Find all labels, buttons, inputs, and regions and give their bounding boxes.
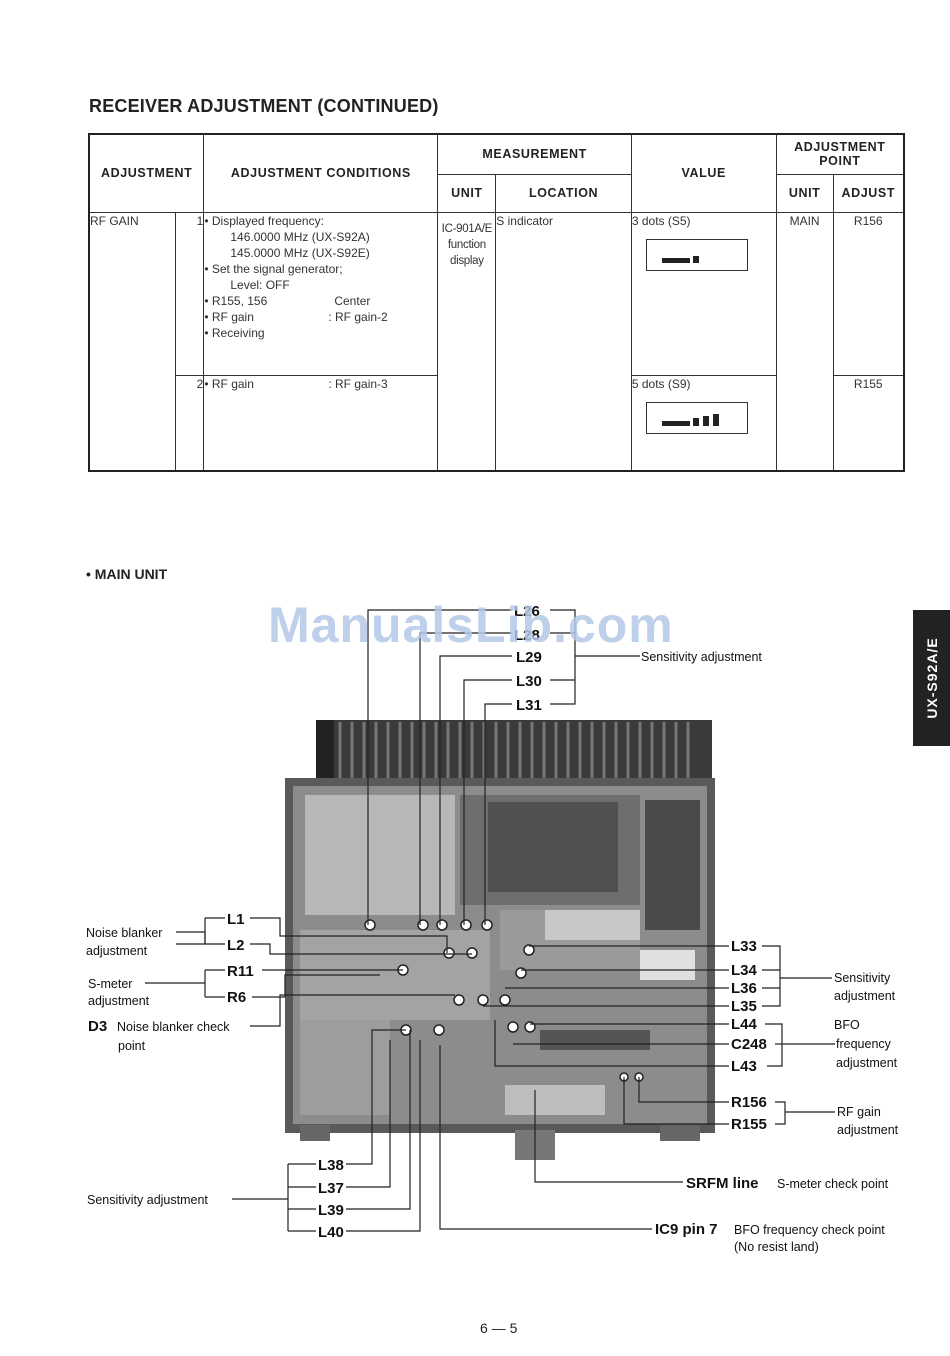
cond-1-line-8: • Receiving <box>204 325 265 340</box>
s-meter-bar <box>661 420 690 426</box>
header-adjustment-point-1: ADJUSTMENT <box>794 140 886 155</box>
conditions-2: • RF gain : RF gain-3 <box>203 374 439 472</box>
label-l34: L34 <box>731 962 758 979</box>
d3-note-1: Noise blanker check <box>117 1020 230 1034</box>
receiver-adjustment-table: ADJUSTMENT ADJUSTMENT CONDITIONS MEASURE… <box>88 133 905 472</box>
meas-location: S indicator <box>495 211 632 472</box>
side-tab: UX-S92A/E <box>913 610 950 746</box>
label-l1: L1 <box>227 911 245 928</box>
value-1-text: 3 dots (S5) <box>631 213 691 228</box>
right-sens-note-1: Sensitivity <box>834 971 891 985</box>
smeter-note-2: adjustment <box>88 994 150 1008</box>
label-l36: L36 <box>731 980 757 997</box>
header-adjust: ADJUST <box>832 173 905 213</box>
label-r155: R155 <box>731 1116 767 1133</box>
smeter-note-1: S-meter <box>88 977 132 991</box>
s-meter-dot <box>692 255 699 263</box>
adjust-2: R155 <box>832 374 905 472</box>
leader-lines <box>145 609 835 1232</box>
meas-unit-3: display <box>450 254 484 267</box>
cond-1-line-2: 146.0000 MHz (UX-S92A) <box>230 229 370 244</box>
adjustment-name: RF GAIN <box>88 211 177 472</box>
s-meter-3-dots <box>645 238 748 271</box>
noise-blanker-note-1: Noise blanker <box>86 926 162 940</box>
label-l35: L35 <box>731 998 757 1015</box>
cond-1-line-5: Level: OFF <box>230 277 290 292</box>
label-l29: L29 <box>516 649 542 666</box>
cond-1-line-3: 145.0000 MHz (UX-S92E) <box>230 245 370 260</box>
pcb-photo <box>285 720 715 1160</box>
s-meter-5-dots <box>645 401 748 434</box>
adjust-1: R156 <box>832 211 905 376</box>
srfm-note: S-meter check point <box>777 1177 889 1191</box>
page-number: 6 — 5 <box>480 1320 518 1336</box>
s-meter-bar <box>661 257 690 263</box>
adj-point-unit: MAIN <box>775 211 834 472</box>
watermark: ManualsLib.com <box>268 597 674 653</box>
header-adjustment-point: ADJUSTMENT POINT <box>775 133 905 175</box>
meas-unit-1: IC-901A/E <box>441 222 493 235</box>
d3-note-2: point <box>118 1039 146 1053</box>
value-2-text: 5 dots (S9) <box>631 376 691 391</box>
label-srfm: SRFM line <box>686 1175 759 1192</box>
label-l31: L31 <box>516 697 542 714</box>
header-adjustment: ADJUSTMENT <box>88 133 205 213</box>
ic9-note: BFO frequency check point <box>734 1223 885 1237</box>
label-l44: L44 <box>731 1016 758 1033</box>
label-d3: D3 <box>88 1018 107 1035</box>
page-title: RECEIVER ADJUSTMENT (CONTINUED) <box>89 96 439 116</box>
top-sensitivity-note: Sensitivity adjustment <box>641 650 762 664</box>
header-unit: UNIT <box>437 173 497 213</box>
right-sens-note-2: adjustment <box>834 989 896 1003</box>
label-l2: L2 <box>227 937 245 954</box>
label-l39: L39 <box>318 1202 344 1219</box>
cond-1-line-7: • RF gain <box>204 309 254 324</box>
noise-blanker-note-2: adjustment <box>86 944 148 958</box>
label-l28: L28 <box>514 627 540 644</box>
cond-1-line-4: • Set the signal generator; <box>204 261 343 276</box>
rf-note-2: adjustment <box>837 1123 899 1137</box>
label-r6: R6 <box>227 989 246 1006</box>
label-ic9: IC9 pin 7 <box>655 1221 718 1238</box>
label-r156: R156 <box>731 1094 767 1111</box>
section-title: • MAIN UNIT <box>86 566 168 582</box>
header-location: LOCATION <box>495 173 632 213</box>
cond-1-right-1: Center <box>334 293 371 308</box>
bfo-note-3: adjustment <box>836 1056 898 1070</box>
label-l43: L43 <box>731 1058 757 1075</box>
label-r11: R11 <box>227 963 254 980</box>
label-l40: L40 <box>318 1224 344 1241</box>
cond-1-line-6: • R155, 156 <box>204 293 268 308</box>
meas-unit: IC-901A/E function display <box>437 211 497 472</box>
ic9-note-2: (No resist land) <box>734 1240 819 1254</box>
meas-unit-2: function <box>447 238 486 251</box>
label-l38: L38 <box>318 1157 344 1174</box>
cond-1-line-1: • Displayed frequency: <box>204 213 324 228</box>
s-meter-dot <box>712 413 719 426</box>
header-measurement: MEASUREMENT <box>437 133 632 175</box>
label-l30: L30 <box>516 673 542 690</box>
rf-note-1: RF gain <box>837 1105 881 1119</box>
label-l26: L26 <box>514 603 540 620</box>
bfo-note-1: BFO <box>834 1018 860 1032</box>
label-l33: L33 <box>731 938 757 955</box>
header-adjustment-point-2: POINT <box>819 154 861 169</box>
cond-2-line-1: • RF gain <box>204 376 254 391</box>
bfo-note-2: frequency <box>836 1037 892 1051</box>
conditions-1: • Displayed frequency: 146.0000 MHz (UX-… <box>203 211 439 376</box>
cond-2-right-1: : RF gain-3 <box>328 376 388 391</box>
header-conditions: ADJUSTMENT CONDITIONS <box>203 133 439 213</box>
label-c248: C248 <box>731 1036 767 1053</box>
value-1: 3 dots (S5) <box>630 211 777 376</box>
step-2: 2 <box>175 374 205 472</box>
cond-1-right-2: : RF gain-2 <box>328 309 388 324</box>
value-2: 5 dots (S9) <box>630 374 777 472</box>
s-meter-dot <box>702 415 709 426</box>
bottom-sensitivity-note: Sensitivity adjustment <box>87 1193 208 1207</box>
label-l37: L37 <box>318 1180 344 1197</box>
s-meter-dot <box>692 417 699 426</box>
